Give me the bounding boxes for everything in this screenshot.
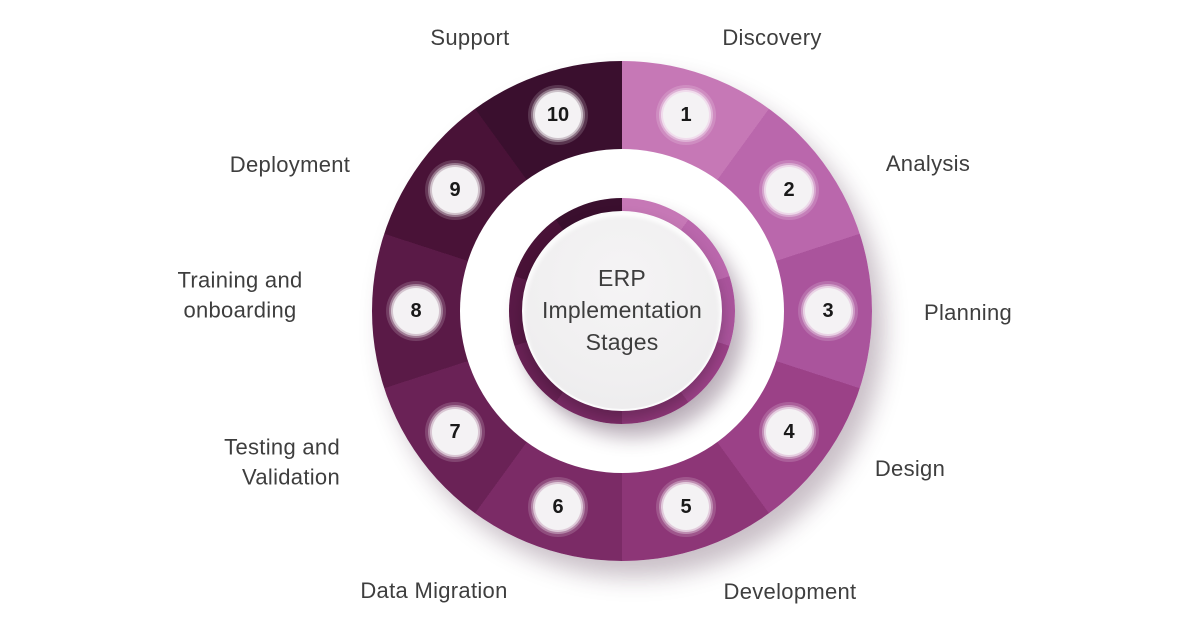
stage-7-number: 7	[449, 420, 461, 443]
center-circle: ERP Implementation Stages	[522, 211, 722, 411]
stage-6-badge: 6	[535, 484, 581, 530]
stage-2-number: 2	[783, 178, 795, 201]
stage-8-label: Training and onboarding	[177, 267, 303, 322]
stage-7-label: Testing and Validation	[224, 434, 340, 489]
center-title: ERP Implementation Stages	[541, 265, 703, 355]
stage-7-badge: 7	[432, 409, 478, 455]
stage-wheel: ERP Implementation Stages 1 2 3 4 5 6 7 …	[372, 61, 872, 561]
stage-4-label: Design	[874, 456, 946, 482]
stage-8-number: 8	[410, 299, 422, 322]
stage-1-number: 1	[680, 103, 692, 126]
stage-5-badge: 5	[663, 484, 709, 530]
stage-5-label: Development	[723, 579, 857, 605]
stage-10-badge: 10	[535, 92, 581, 138]
stage-6-number: 6	[552, 495, 564, 518]
stage-2-badge: 2	[766, 167, 812, 213]
stage-9-badge: 9	[432, 167, 478, 213]
stage-8-badge: 8	[393, 288, 439, 334]
stage-4-badge: 4	[766, 409, 812, 455]
stage-1-badge: 1	[663, 92, 709, 138]
stage-9-label: Deployment	[229, 152, 351, 178]
stage-2-label: Analysis	[885, 151, 971, 177]
stage-5-number: 5	[680, 495, 692, 518]
stage-9-number: 9	[449, 178, 461, 201]
stage-4-number: 4	[783, 420, 795, 443]
stage-6-label: Data Migration	[360, 578, 508, 604]
stage-3-label: Planning	[923, 300, 1013, 326]
stage-10-number: 10	[546, 103, 570, 126]
stage-3-badge: 3	[805, 288, 851, 334]
stage-10-label: Support	[430, 25, 510, 51]
stage-3-number: 3	[822, 299, 834, 322]
stage-1-label: Discovery	[722, 25, 822, 51]
